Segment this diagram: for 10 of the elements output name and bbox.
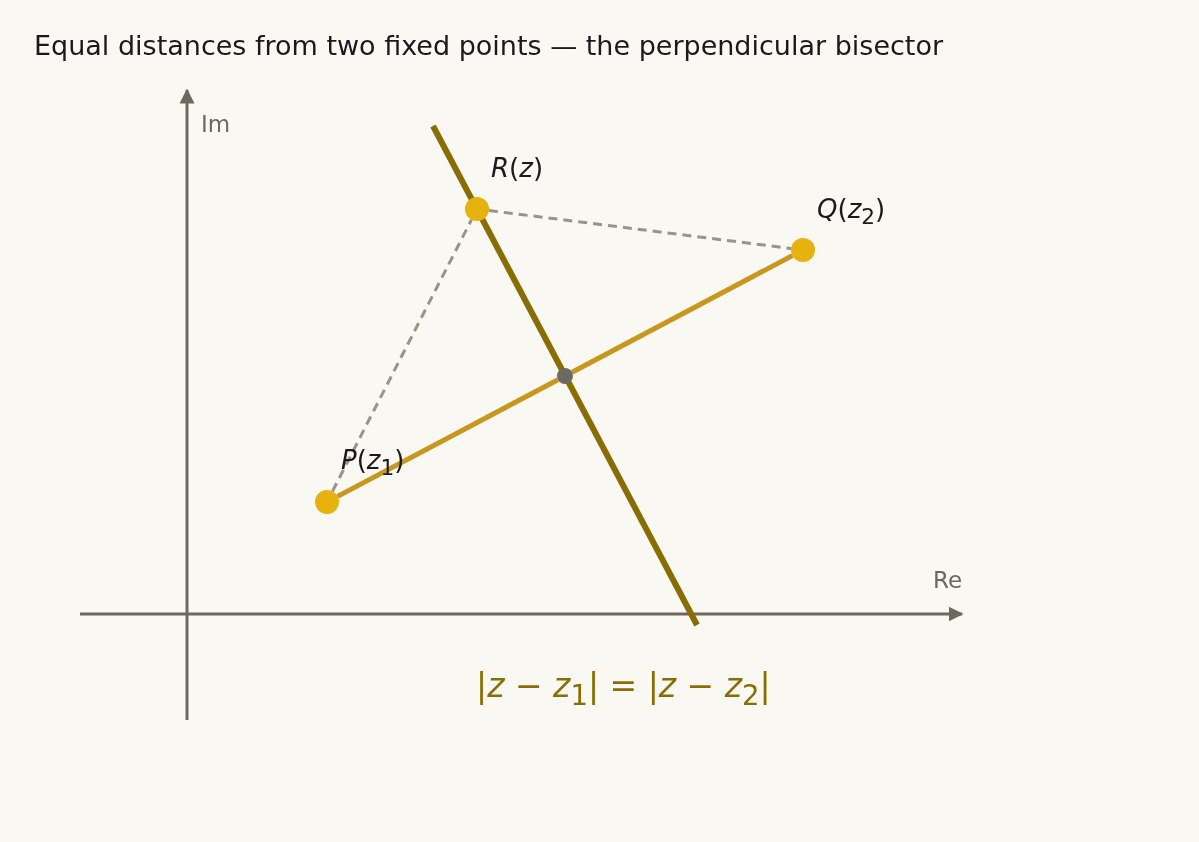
axis-label: Im <box>201 111 231 139</box>
line-segment <box>570 253 794 375</box>
diagram-title: Equal distances from two fixed points — the perpendicular bisector <box>34 30 944 61</box>
axis-label: Re <box>933 567 963 595</box>
point-label: Q(z$_{2}$) <box>817 194 886 231</box>
point-label: R(z) <box>491 153 544 185</box>
dashed-line <box>488 209 792 250</box>
equation: |z − z$_{1}$| = |z − z$_{2}$| <box>476 666 771 712</box>
line-segment <box>336 377 560 499</box>
dashed-line <box>331 219 473 492</box>
